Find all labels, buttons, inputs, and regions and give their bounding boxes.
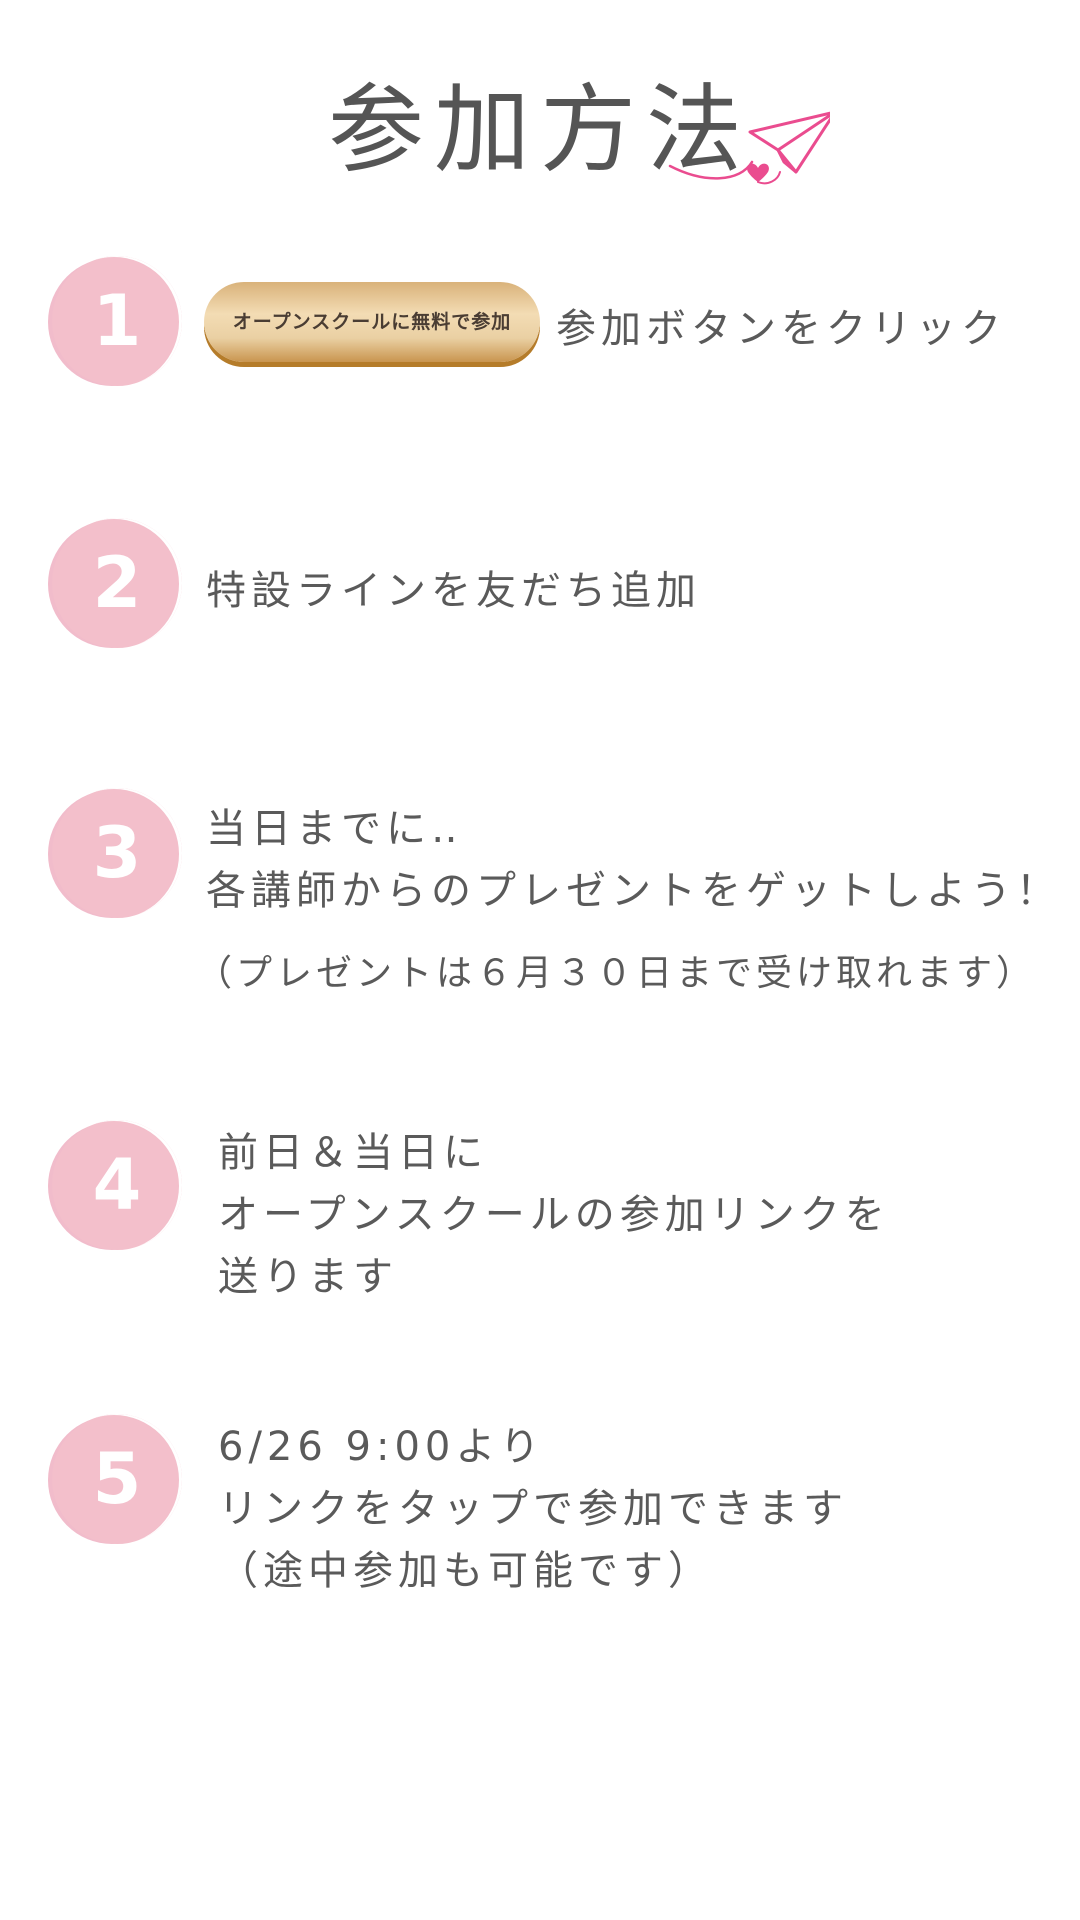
step-3-line-1: 当日までに‥ [206,806,463,852]
step-4-line-3: 送ります [218,1254,398,1300]
paper-plane-icon [668,111,830,185]
step-4-line-2: オープンスクールの参加リンクを [218,1192,890,1238]
step-number-badge: 3 [48,788,182,922]
step-4-line-1: 前日＆当日に [218,1130,488,1176]
step-number-badge: 4 [48,1120,182,1254]
step-number-badge: 1 [48,256,182,390]
step-5-line-1: 6/26 9:00より [218,1424,545,1470]
step-3-line-2: 各講師からのプレゼントをゲットしよう！ [206,868,1061,914]
join-free-open-school-button[interactable]: オープンスクールに無料で参加 [204,282,540,362]
step-5-line-3: （途中参加も可能です） [218,1548,713,1594]
step-number-badge: 2 [48,518,182,652]
step-2-text: 特設ラインを友だち追加 [206,568,701,614]
step-number-badge: 5 [48,1414,182,1548]
step-3-note: （プレゼントは６月３０日まで受け取れます） [196,953,1037,994]
page-title: 参加方法 [328,74,752,186]
step-1-text: 参加ボタンをクリック [556,306,1006,352]
step-5-line-2: リンクをタップで参加できます [218,1486,848,1532]
